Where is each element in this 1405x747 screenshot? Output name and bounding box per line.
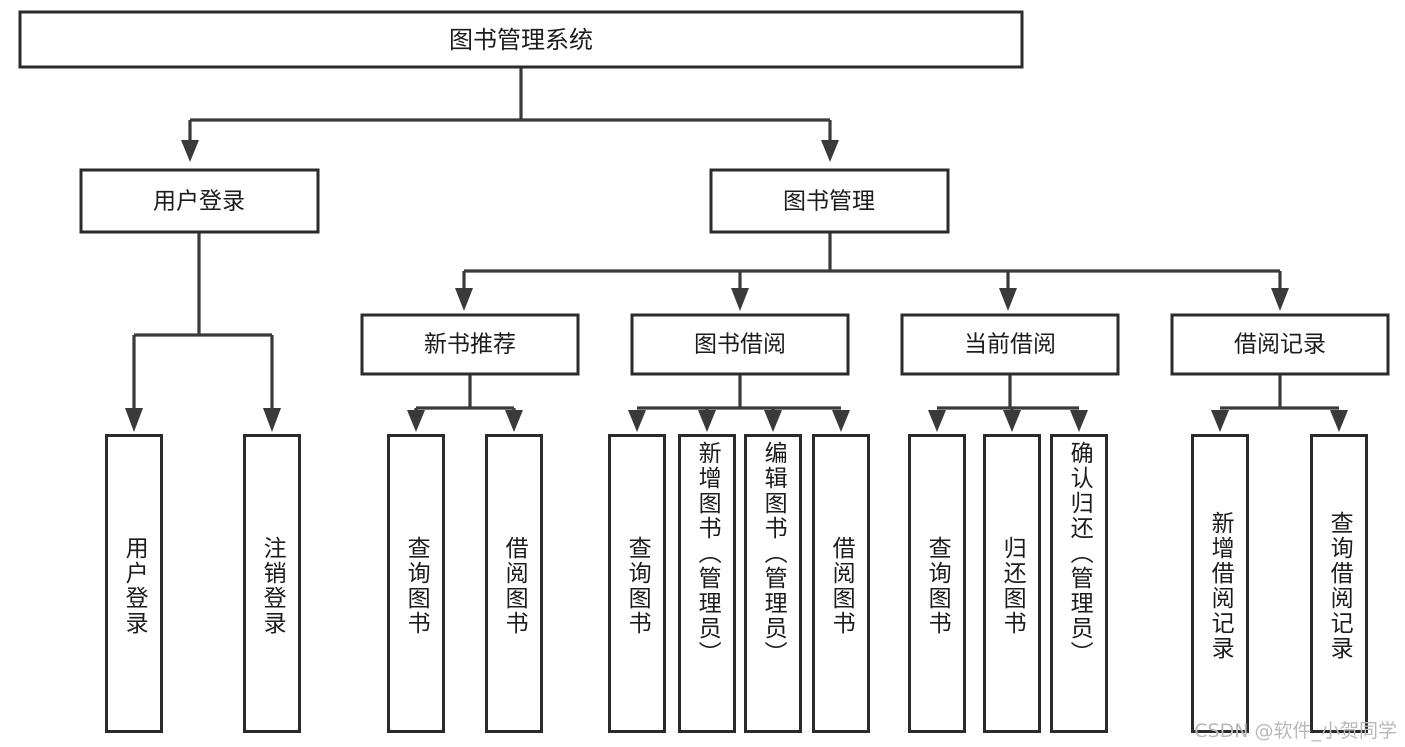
leaf-node-add-book[interactable]: 新增图书（管理员） <box>678 434 736 733</box>
arrow-leaf-edit-book <box>764 410 782 432</box>
connector-group-current-borrow-to-leaves <box>928 374 1088 432</box>
node-current-borrow-label: 当前借阅 <box>964 332 1056 358</box>
node-book-borrow[interactable]: 图书借阅 <box>630 313 850 376</box>
arrow-leaf-user-login <box>125 408 143 432</box>
arrow-leaf-query-record <box>1330 410 1348 432</box>
arrow-leaf-user-logout <box>263 408 281 432</box>
arrow-to-book-borrow <box>731 288 749 311</box>
node-user-login[interactable]: 用户登录 <box>79 168 320 234</box>
node-book-borrow-label: 图书借阅 <box>694 332 786 358</box>
leaf-node-query-book-cur[interactable]: 查询图书 <box>908 434 966 733</box>
leaf-node-add-record[interactable]: 新增借阅记录 <box>1191 434 1249 733</box>
arrow-to-current-borrow <box>999 288 1017 311</box>
leaf-label: 编辑图书（管理员） <box>760 441 787 666</box>
arrow-to-new-book-rec <box>455 288 473 311</box>
connector-group-borrow-record-to-leaves <box>1211 374 1348 432</box>
node-current-borrow[interactable]: 当前借阅 <box>900 313 1120 376</box>
leaf-label: 用户登录 <box>121 535 148 636</box>
arrow-leaf-add-record <box>1211 410 1229 432</box>
leaf-node-user-login[interactable]: 用户登录 <box>105 434 163 733</box>
arrow-to-user-login <box>181 140 199 162</box>
arrow-leaf-query-book-rec <box>407 410 425 432</box>
arrow-to-borrow-record <box>1271 288 1289 311</box>
connector-group-book-manage-to-level3 <box>455 232 1289 311</box>
node-borrow-record[interactable]: 借阅记录 <box>1170 313 1390 376</box>
node-new-book-rec-label: 新书推荐 <box>424 332 516 358</box>
node-new-book-rec[interactable]: 新书推荐 <box>360 313 580 376</box>
node-user-login-box[interactable] <box>79 168 320 234</box>
connector-group-root-to-level2 <box>181 67 839 162</box>
leaf-label: 新增借阅记录 <box>1207 510 1234 661</box>
leaf-node-borrow-book-rec[interactable]: 借阅图书 <box>485 434 543 733</box>
leaf-label: 新增图书（管理员） <box>694 441 721 666</box>
leaf-node-query-book-rec[interactable]: 查询图书 <box>387 434 445 733</box>
node-borrow-record-box[interactable] <box>1170 313 1390 376</box>
node-root[interactable]: 图书管理系统 <box>18 10 1024 69</box>
connector-group-user-login-to-leaves <box>125 232 281 432</box>
arrow-leaf-query-book-borrow <box>628 410 646 432</box>
node-root-box[interactable] <box>18 10 1024 69</box>
leaf-label: 查询借阅记录 <box>1326 510 1353 661</box>
arrow-leaf-query-book-cur <box>928 410 946 432</box>
connector-group-book-borrow-to-leaves <box>628 374 850 432</box>
node-borrow-record-label: 借阅记录 <box>1234 332 1326 358</box>
leaf-label: 注销登录 <box>259 535 286 636</box>
leaf-node-return-book[interactable]: 归还图书 <box>983 434 1041 733</box>
leaf-node-confirm-return[interactable]: 确认归还（管理员） <box>1050 434 1108 733</box>
node-current-borrow-box[interactable] <box>900 313 1120 376</box>
node-root-label: 图书管理系统 <box>449 26 593 54</box>
arrow-leaf-return-book <box>1003 410 1021 432</box>
leaf-label: 确认归还（管理员） <box>1066 441 1093 666</box>
leaf-label: 归还图书 <box>999 535 1026 636</box>
node-book-manage-box[interactable] <box>709 168 950 234</box>
leaf-node-query-book-borrow[interactable]: 查询图书 <box>608 434 666 733</box>
leaf-node-query-record[interactable]: 查询借阅记录 <box>1310 434 1368 733</box>
arrow-to-book-manage <box>821 140 839 162</box>
leaf-label: 借阅图书 <box>501 535 528 636</box>
leaf-node-edit-book[interactable]: 编辑图书（管理员） <box>744 434 802 733</box>
arrow-leaf-borrow-book-rec <box>505 410 523 432</box>
leaf-label: 借阅图书 <box>828 535 855 636</box>
node-book-borrow-box[interactable] <box>630 313 850 376</box>
arrow-leaf-confirm-return <box>1070 410 1088 432</box>
node-book-manage-label: 图书管理 <box>783 189 875 215</box>
connector-group-new-book-rec-to-leaves <box>407 374 523 432</box>
node-user-login-label: 用户登录 <box>153 189 245 215</box>
arrow-leaf-borrow-book <box>832 410 850 432</box>
leaf-label: 查询图书 <box>924 535 951 636</box>
node-new-book-rec-box[interactable] <box>360 313 580 376</box>
leaf-node-borrow-book[interactable]: 借阅图书 <box>812 434 870 733</box>
leaf-label: 查询图书 <box>403 535 430 636</box>
leaf-node-user-logout[interactable]: 注销登录 <box>243 434 301 733</box>
leaf-label: 查询图书 <box>624 535 651 636</box>
node-book-manage[interactable]: 图书管理 <box>709 168 950 234</box>
arrow-leaf-add-book <box>698 410 716 432</box>
